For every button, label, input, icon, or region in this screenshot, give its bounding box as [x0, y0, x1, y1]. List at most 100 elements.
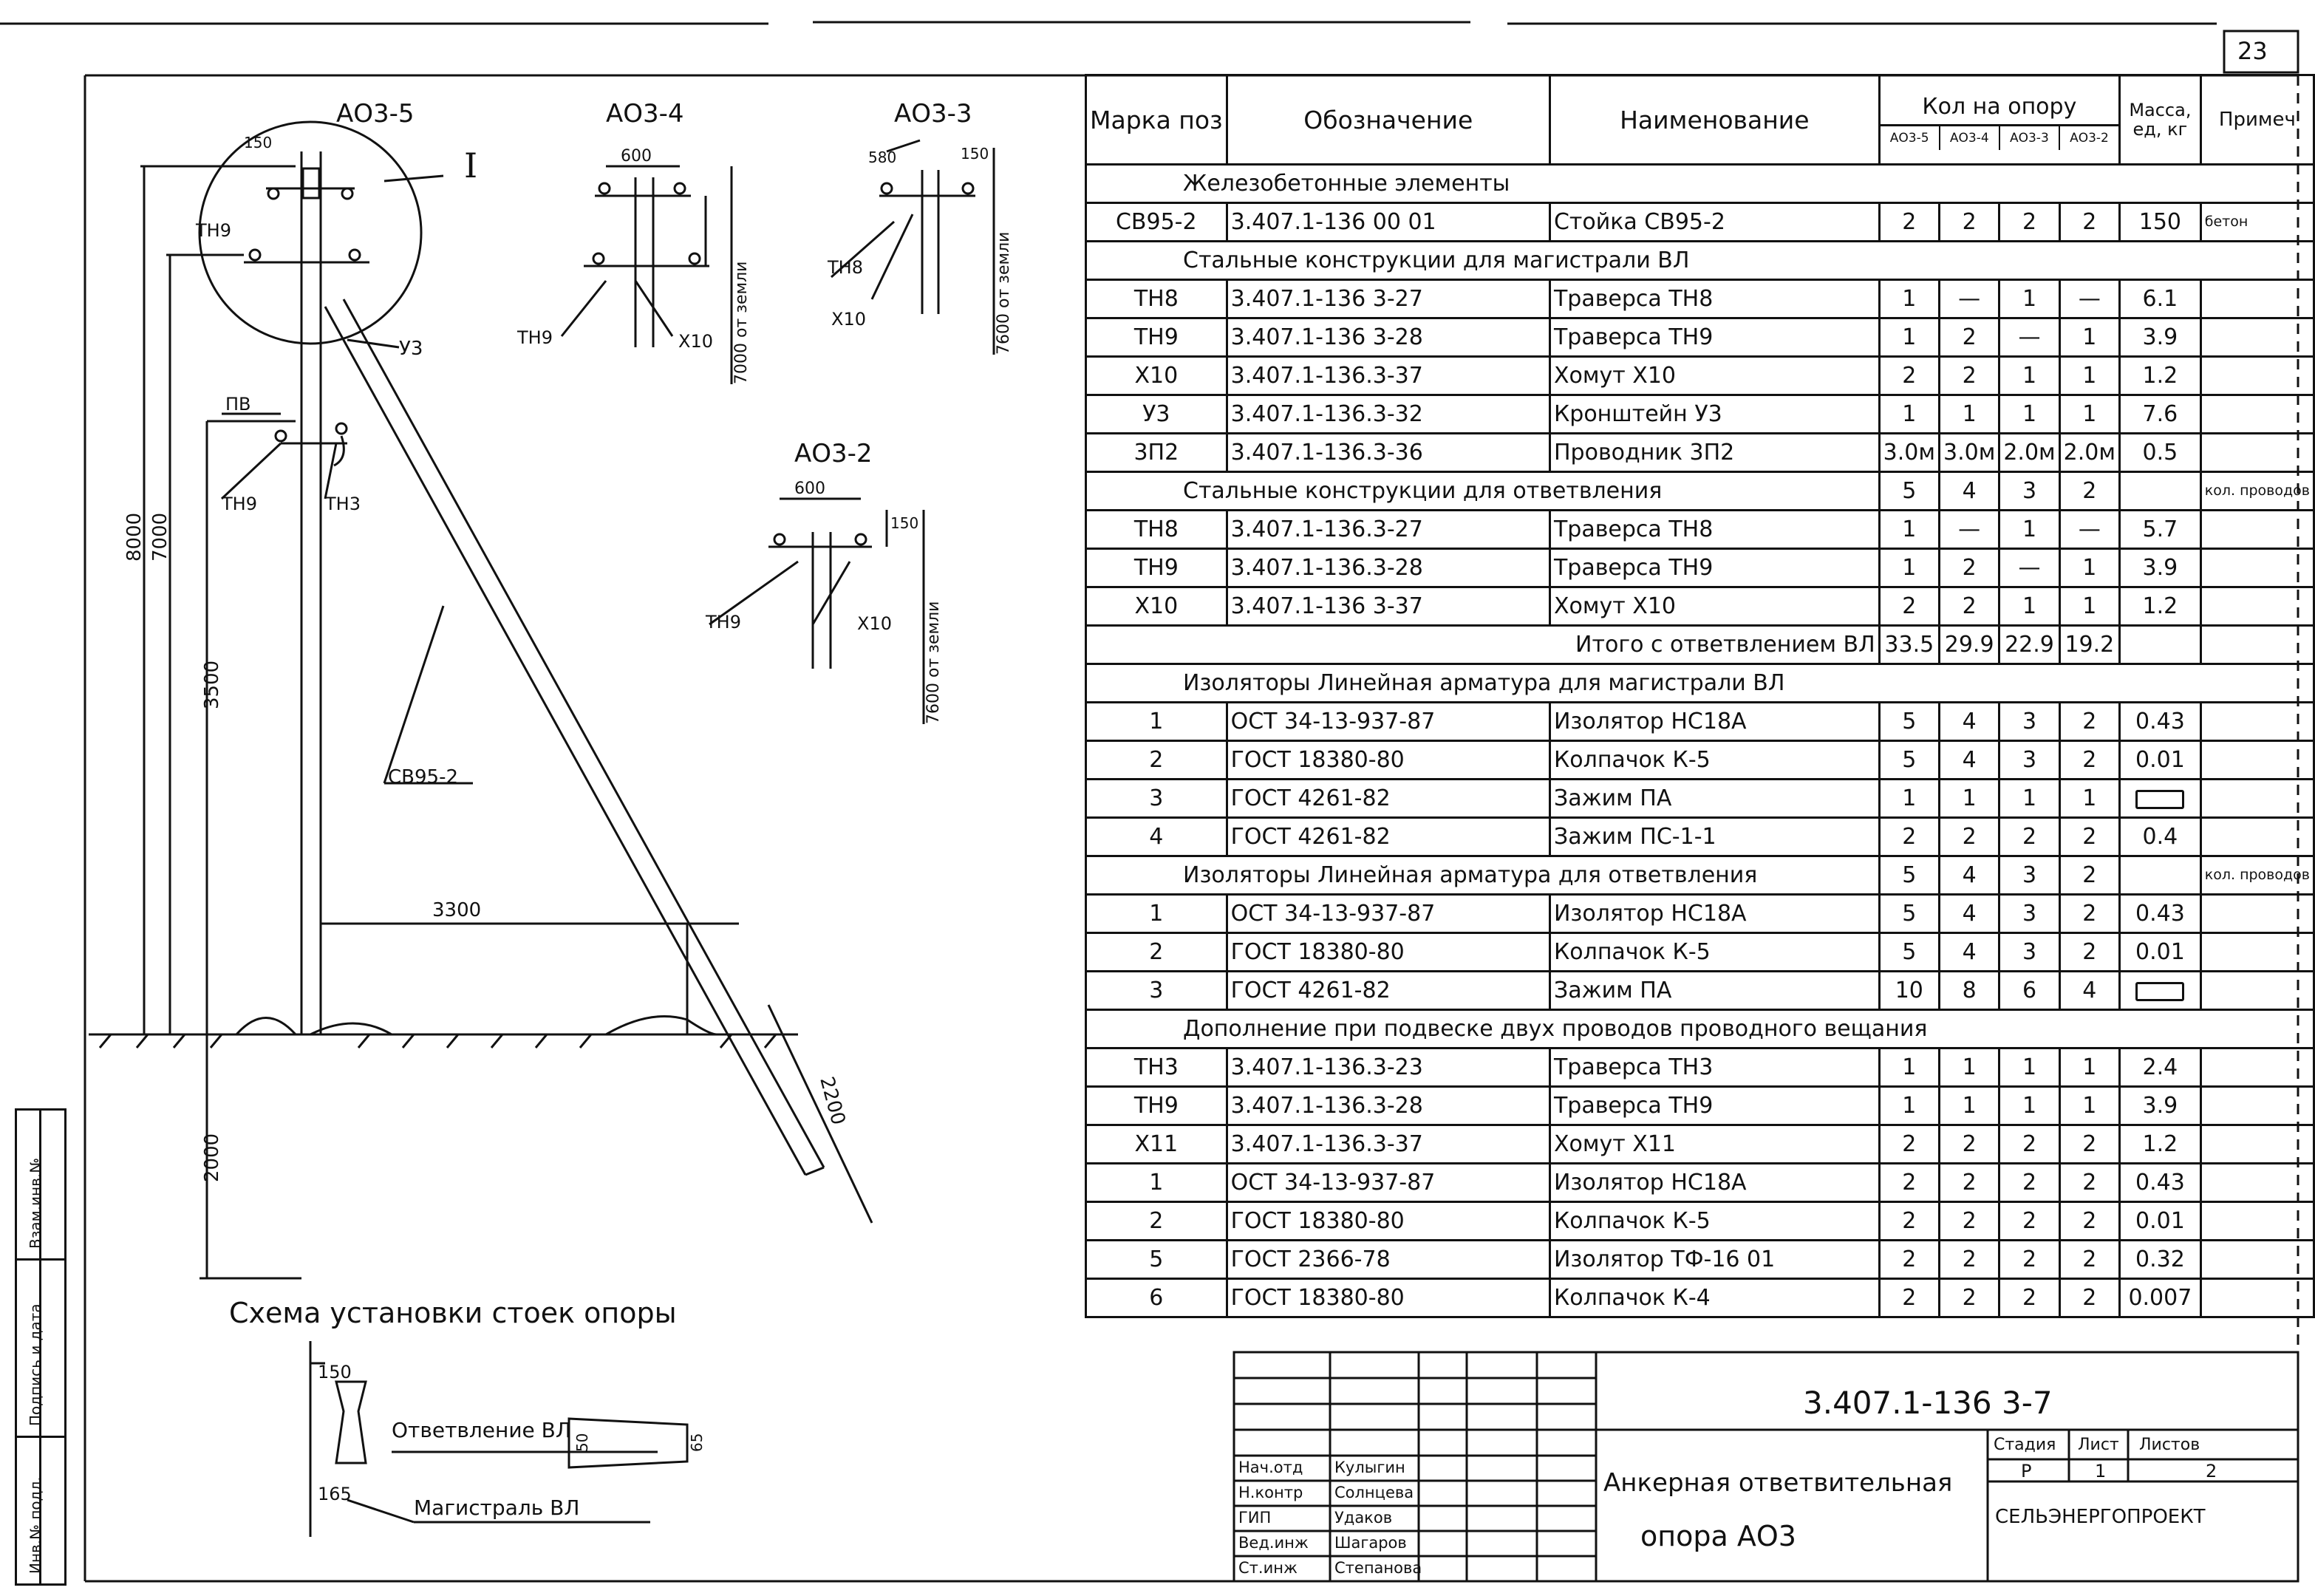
mark-cell: 1: [1085, 893, 1228, 934]
section-heading: Изоляторы Линейная арматура для магистра…: [1085, 663, 2315, 703]
note-cell: [2199, 1239, 2315, 1280]
qty-cell: 1: [1998, 394, 2061, 434]
mass-cell: 0.01: [2118, 932, 2202, 972]
qty-cell: 2: [2058, 202, 2121, 242]
designation-cell: 3.407.1-136 3-27: [1225, 279, 1551, 319]
header-qty-ao3-5: АО3-5: [1881, 126, 1940, 150]
header-mass: Масса, ед, кг: [2118, 74, 2202, 166]
qty-cell: 2: [1937, 202, 2001, 242]
qty-cell: 1: [2058, 394, 2121, 434]
qty-cell: 1: [1998, 509, 2061, 550]
dim-600-ao32: 600: [794, 480, 825, 498]
header-name: Наименование: [1548, 74, 1881, 166]
mass-cell: 1.2: [2118, 586, 2202, 627]
qty-cell: 1: [2058, 1085, 2121, 1126]
qty-cell: 1: [1998, 355, 2061, 396]
mass-cell: 0.32: [2118, 1239, 2202, 1280]
designation-cell: 3.407.1-136.3-28: [1225, 548, 1551, 588]
detail-mark-label: I: [464, 146, 477, 185]
qty-cell: 1: [1937, 778, 2001, 819]
qty-cell: 2: [1878, 355, 1940, 396]
mark-cell: 6: [1085, 1278, 1228, 1318]
mark-cell: 5: [1085, 1239, 1228, 1280]
signer-role: Н.контр: [1238, 1484, 1303, 1501]
designation-cell: ГОСТ 4261-82: [1225, 970, 1551, 1011]
title-line-2: опора АО3: [1640, 1520, 1796, 1552]
mass-cell: 6.1: [2118, 279, 2202, 319]
dim-2000: 2000: [201, 1133, 223, 1182]
note-cell: [2199, 624, 2315, 665]
designation-cell: 3.407.1-136.3-37: [1225, 355, 1551, 396]
label-tn9-ao34: ТН9: [516, 327, 553, 348]
qty-cell: 5: [1878, 701, 1940, 742]
section-heading: Стальные конструкции для ответвления: [1085, 471, 1881, 511]
sheets-value: 2: [2206, 1461, 2217, 1481]
designation-cell: 3.407.1-136 3-37: [1225, 586, 1551, 627]
qty-cell: 3: [1998, 932, 2061, 972]
qty-cell: —: [1937, 509, 2001, 550]
note-cell: [2199, 701, 2315, 742]
name-cell: Изолятор ТФ-16 01: [1548, 1239, 1881, 1280]
qty-cell: 1: [2058, 586, 2121, 627]
signer-name: Солнцева: [1334, 1484, 1414, 1501]
qty-cell: 3.0м: [1937, 432, 2001, 473]
header-qty-label: Кол на опору: [1881, 89, 2118, 126]
mass-cell: 0.5: [2118, 432, 2202, 473]
qty-cell: —: [1998, 548, 2061, 588]
qty-cell: 5: [1878, 932, 1940, 972]
qty-cell: 1: [2058, 355, 2121, 396]
qty-cell: 2: [1937, 1162, 2001, 1203]
mass-cell: 3.9: [2118, 317, 2202, 358]
header-qty-ao3-2: АО3-2: [2070, 131, 2109, 146]
mark-cell: 2: [1085, 1201, 1228, 1241]
note-cell: [2199, 740, 2315, 780]
mark-cell: Х10: [1085, 355, 1228, 396]
name-cell: Траверса ТН8: [1548, 509, 1881, 550]
header-designation: Обозначение: [1225, 74, 1551, 166]
qty-cell: 2: [2058, 1201, 2121, 1241]
note-cell: [2199, 932, 2315, 972]
mass-cell: 150: [2118, 202, 2202, 242]
mass-cell: [2118, 778, 2202, 819]
qty-cell: 2: [1878, 1124, 1940, 1164]
name-cell: Зажим ПС-1-1: [1548, 816, 1881, 857]
title-line-1: Анкерная ответвительная: [1603, 1468, 1953, 1498]
designation-cell: 3.407.1-136.3-28: [1225, 1085, 1551, 1126]
name-cell: Изолятор НС18А: [1548, 1162, 1881, 1203]
dim-7600-ground-ao33: 7600 от земли: [995, 232, 1013, 355]
qty-cell: 2: [2058, 1162, 2121, 1203]
qty-cell: 2: [2058, 816, 2121, 857]
qty-cell: 2: [1878, 202, 1940, 242]
qty-cell: 1: [1998, 1047, 2061, 1088]
qty-cell: 2: [2058, 701, 2121, 742]
designation-cell: ГОСТ 18380-80: [1225, 1201, 1551, 1241]
qty-cell: 1: [2058, 317, 2121, 358]
signer-name: Шагаров: [1334, 1534, 1407, 1552]
pole-installation-drawing: АО3-5 АО3-4 АО3-3 АО3-2 I ТН9 У3 ПВ ТН9 …: [89, 99, 1013, 1537]
qty-cell: 2: [2058, 893, 2121, 934]
label-ao3-2: АО3-2: [794, 439, 873, 468]
note-cell: [2199, 778, 2315, 819]
mark-cell: У3: [1085, 394, 1228, 434]
designation-cell: ОСТ 34-13-937-87: [1225, 893, 1551, 934]
mass-cell: 1.2: [2118, 1124, 2202, 1164]
qty-cell: 19.2: [2058, 624, 2121, 665]
qty-cell: 2: [1937, 355, 2001, 396]
qty-cell: 2: [2058, 1239, 2121, 1280]
designation-cell: ГОСТ 18380-80: [1225, 740, 1551, 780]
dim-165-scheme: 165: [318, 1484, 352, 1504]
qty-cell: 1: [1878, 548, 1940, 588]
note-cell: [2199, 1124, 2315, 1164]
label-u3: У3: [399, 338, 423, 360]
qty-cell: 10: [1878, 970, 1940, 1011]
mass-cell: 0.43: [2118, 893, 2202, 934]
header-qty-subs: АО3-5 АО3-4 АО3-3 АО3-2: [1881, 126, 2117, 150]
designation-cell: 3.407.1-136 3-28: [1225, 317, 1551, 358]
